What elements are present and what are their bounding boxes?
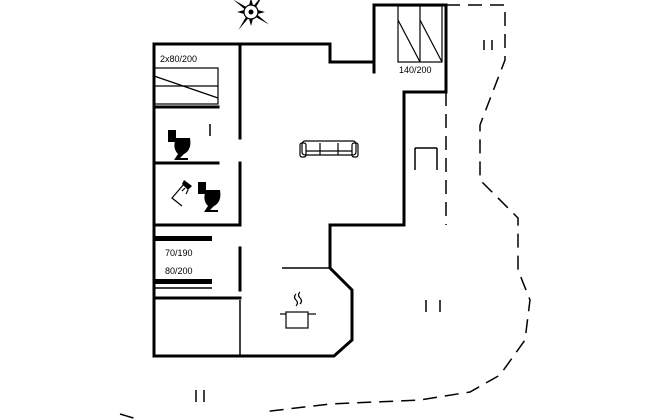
terrace-outline	[119, 4, 531, 420]
interior-walls	[152, 42, 438, 356]
toilet-icon	[198, 182, 221, 212]
bed-single-a-label: 70/190	[165, 248, 193, 258]
bed-single-a: 70/190	[154, 236, 212, 258]
sofa-icon	[299, 140, 359, 158]
compass-rose-icon	[232, 0, 270, 31]
bed-loft-label: 140/200	[399, 65, 432, 75]
bed-loft: 140/200	[397, 5, 443, 75]
bed-single-b-label: 80/200	[165, 266, 193, 276]
bed-double-label: 2x80/200	[160, 54, 197, 64]
bed-double: 2x80/200	[153, 54, 219, 105]
cooking-pot-icon	[280, 291, 316, 329]
step-markers	[195, 40, 493, 402]
toilet-icon	[168, 130, 191, 160]
shower-icon	[171, 180, 192, 207]
bed-single-b: 80/200	[154, 266, 212, 289]
exterior-wall	[152, 3, 448, 358]
